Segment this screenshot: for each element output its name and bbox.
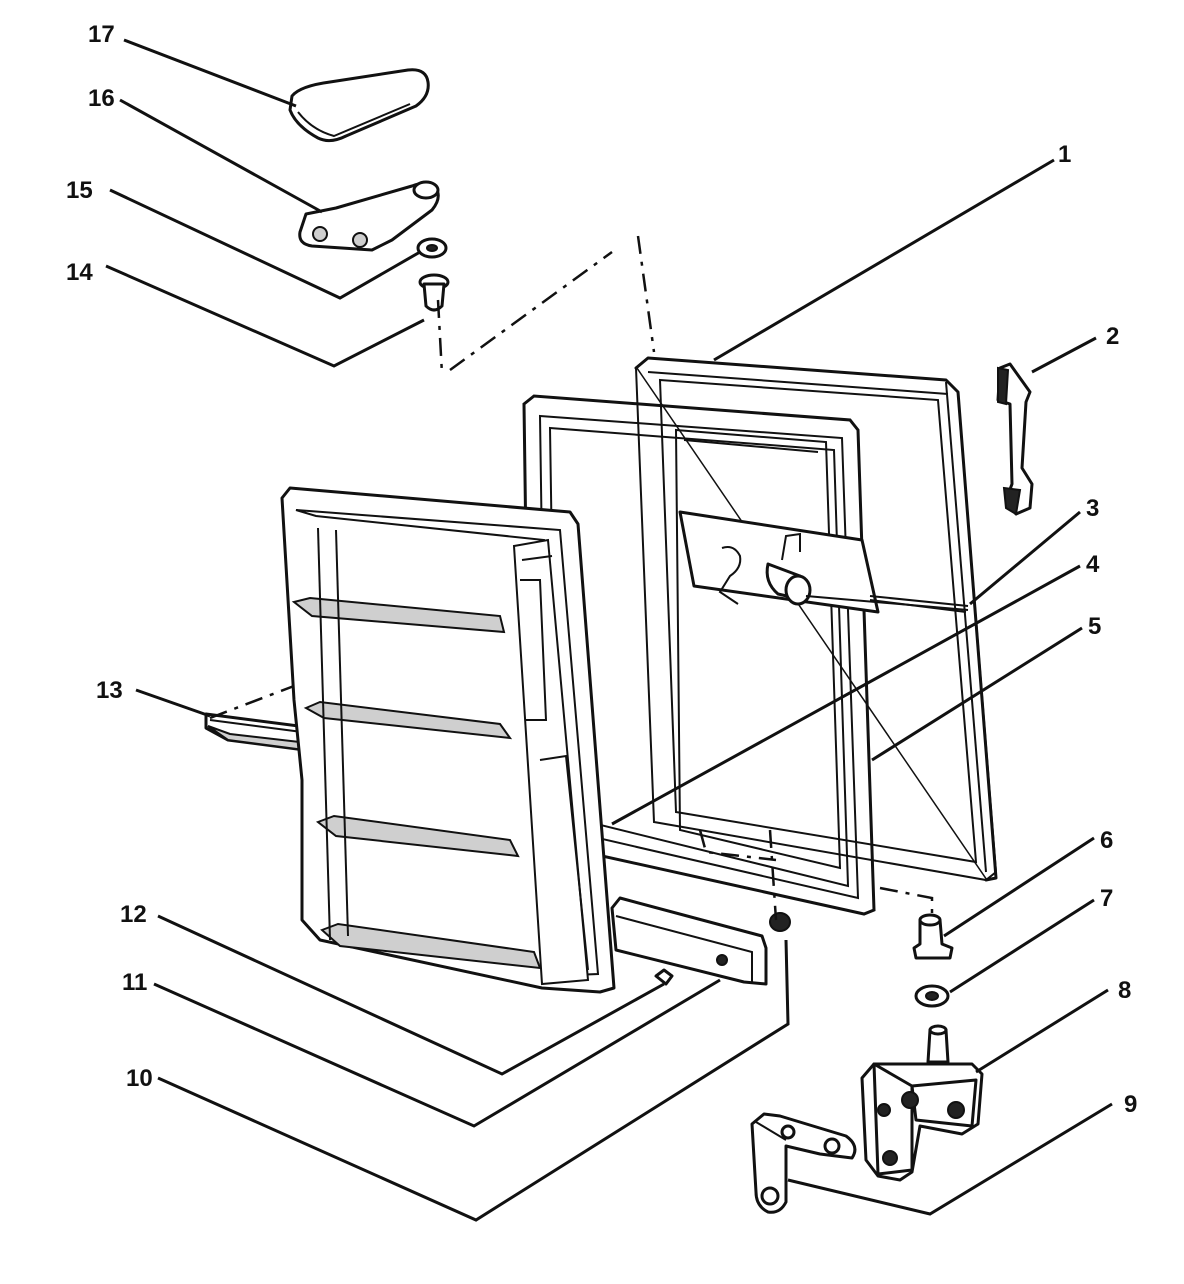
part-4-inner-liner <box>674 428 842 870</box>
part-10-plug <box>769 912 791 932</box>
part-7-washer <box>914 984 950 1008</box>
part-17-hinge-cover <box>288 68 430 143</box>
callout-9: 9 <box>1124 1091 1137 1118</box>
part-12-bottom-trim <box>610 896 768 986</box>
callout-8: 8 <box>1118 977 1131 1004</box>
callout-11: 11 <box>122 969 147 996</box>
callout-labels: 17 16 15 14 1 2 3 4 5 13 6 7 12 8 11 10 … <box>66 21 1137 1118</box>
part-1-outer-door-panel <box>634 356 998 882</box>
part-3-latch-assembly <box>678 510 969 614</box>
part-14-bushing <box>418 273 450 312</box>
callout-16: 16 <box>88 85 115 112</box>
callout-13: 13 <box>96 677 123 704</box>
callout-5: 5 <box>1088 613 1101 640</box>
assembly-centerlines <box>209 235 934 921</box>
callout-17: 17 <box>88 21 115 48</box>
callout-3: 3 <box>1086 495 1099 522</box>
callout-12: 12 <box>120 901 147 928</box>
callout-15: 15 <box>66 177 93 204</box>
callout-1: 1 <box>1058 141 1071 168</box>
callout-4: 4 <box>1086 551 1100 578</box>
part-8-bottom-hinge-bracket <box>860 1024 984 1182</box>
part-16-top-hinge-plate <box>298 180 440 252</box>
door-liner-panel <box>280 486 616 994</box>
leader-lines <box>105 38 1113 1222</box>
part-2-door-handle <box>996 362 1034 516</box>
part-9-hinge-shim <box>750 1112 857 1214</box>
callout-7: 7 <box>1100 885 1113 912</box>
callout-10: 10 <box>126 1065 153 1092</box>
callout-6: 6 <box>1100 827 1113 854</box>
callout-14: 14 <box>66 259 93 286</box>
part-15-washer <box>416 237 448 259</box>
part-11-screw <box>654 968 674 986</box>
callout-2: 2 <box>1106 323 1119 350</box>
part-6-pivot-pin <box>912 913 954 960</box>
